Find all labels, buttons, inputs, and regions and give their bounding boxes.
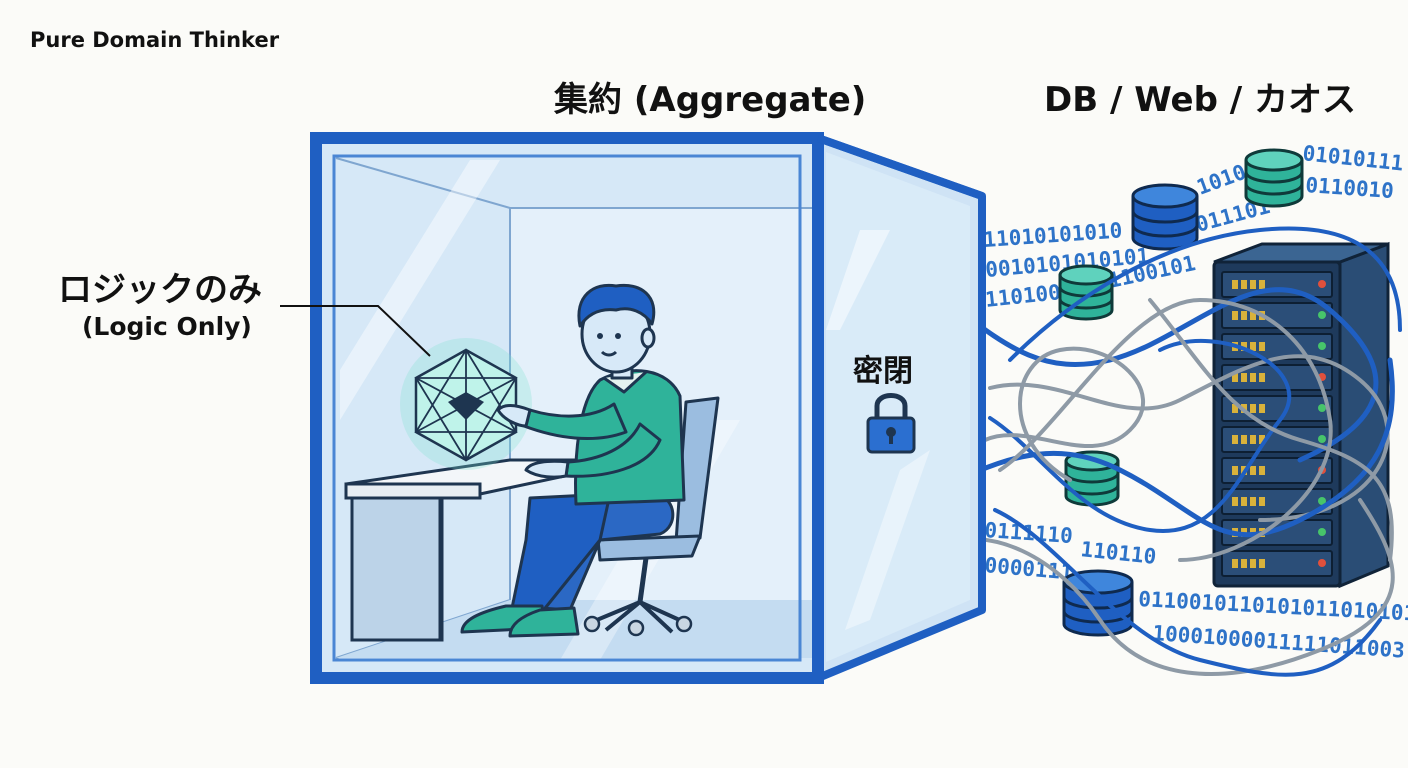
glass-box-frame (310, 132, 824, 684)
logic-only-sublabel: (Logic Only) (82, 312, 252, 341)
sealed-label: 密閉 (853, 354, 913, 389)
logic-crystal-icon (400, 338, 532, 470)
database-icon (1131, 183, 1199, 251)
binary-stream: 0110010110101011010101 (1138, 587, 1408, 626)
binary-stream: 01010111 (1301, 141, 1404, 175)
database-icon (1062, 569, 1134, 637)
rack-unit (1221, 550, 1333, 577)
logic-only-label: ロジックのみ (58, 270, 262, 310)
page-title: Pure Domain Thinker (30, 28, 280, 52)
rack-unit (1221, 364, 1333, 391)
rack-unit (1221, 271, 1333, 298)
aggregate-title: 集約 (Aggregate) (554, 80, 867, 120)
person-thinker (460, 283, 686, 638)
leader-line (280, 305, 431, 357)
database-icon (1244, 148, 1304, 208)
chaos-title: DB / Web / カオス (1044, 80, 1357, 120)
binary-stream: 0110010 (1305, 173, 1395, 203)
tangled-cables (897, 226, 1402, 677)
office-chair (583, 396, 720, 637)
binary-stream: 110110 (1079, 537, 1157, 569)
padlock-icon (866, 393, 916, 454)
binary-stream: 1010 (1194, 160, 1250, 200)
